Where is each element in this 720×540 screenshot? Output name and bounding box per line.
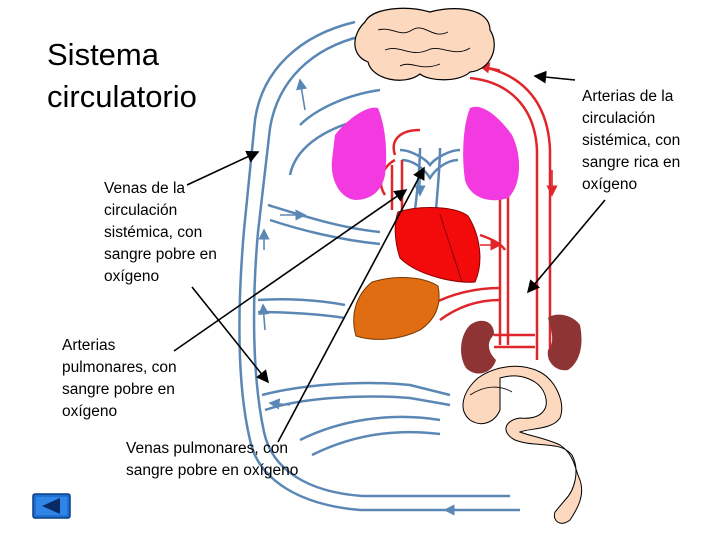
heart-septum	[439, 213, 463, 283]
label-pulmonary-arteries: Arterias pulmonares, con sangre pobre en…	[62, 337, 177, 420]
intestines	[462, 365, 583, 524]
intestine-fold	[469, 386, 513, 396]
label-systemic-veins: Venas de la circulación sistémica, con s…	[104, 180, 217, 285]
back-button[interactable]	[32, 493, 71, 519]
right-kidney	[547, 314, 582, 371]
left-kidney	[461, 320, 496, 374]
triangle-left-icon	[42, 498, 60, 514]
heart	[394, 206, 481, 283]
label-systemic-arteries: Arterias de la circulación sistémica, co…	[582, 88, 681, 193]
right-lung	[463, 106, 520, 201]
vein-flow-arrows	[258, 78, 470, 516]
label-pulmonary-veins: Venas pulmonares, con sangre pobre en ox…	[126, 440, 299, 479]
slide-title: Sistema circulatorio	[47, 37, 197, 114]
liver	[353, 276, 440, 340]
left-lung	[331, 107, 387, 200]
brain	[354, 7, 495, 81]
pointer-arrows	[173, 70, 606, 443]
